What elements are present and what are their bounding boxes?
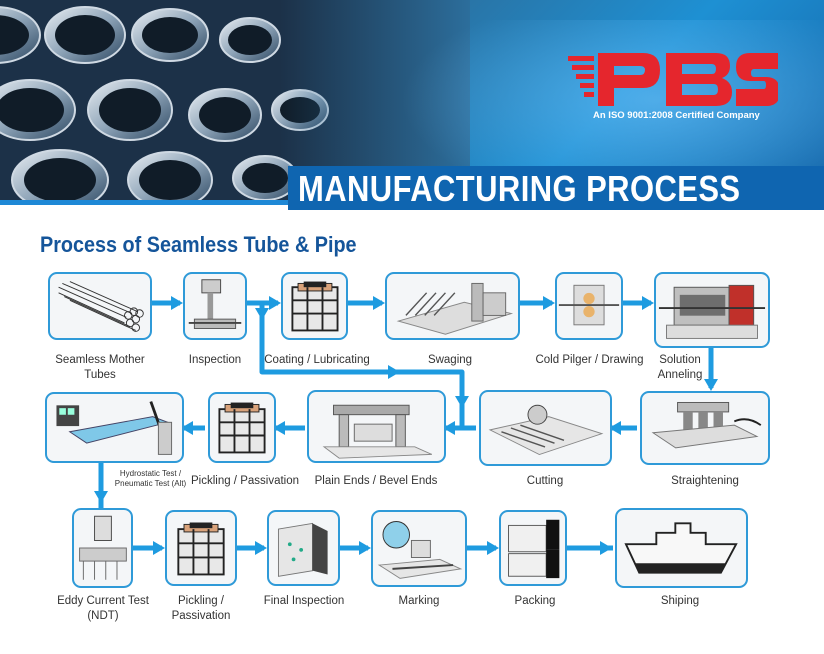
inspection-machine-icon	[188, 279, 242, 329]
label-line: Hydrostatic Test /	[119, 469, 182, 478]
step-eddy-current	[72, 508, 133, 588]
label-pickling-1: Pickling / Passivation	[190, 475, 300, 487]
header-banner: An ISO 9001:2008 Certified Company	[0, 0, 824, 200]
pbs-logo	[568, 53, 778, 106]
label-hydro-test: Hydrostatic Test / Pneumatic Test (Alt)	[108, 469, 193, 489]
label-cutting: Cutting	[526, 475, 564, 487]
furnace-icon	[658, 284, 766, 339]
step-plain-ends	[307, 390, 446, 463]
eddy-current-machine-icon	[79, 515, 127, 580]
bevel-machine-icon	[322, 404, 432, 459]
ship-icon	[624, 522, 738, 574]
section-title: Process of Seamless Tube & Pipe	[40, 232, 357, 257]
cutting-machine-icon	[488, 404, 604, 456]
label-annealing: Solution Anneling	[652, 353, 708, 383]
step-annealing	[654, 272, 770, 348]
step-swaging	[385, 272, 520, 340]
label-line: Tubes	[84, 369, 116, 381]
hydro-test-machine-icon	[56, 401, 173, 455]
tube-bundle-icon	[58, 281, 144, 332]
label-swaging: Swaging	[427, 354, 473, 366]
straightening-machine-icon	[651, 401, 762, 449]
tank-icon	[177, 522, 225, 576]
step-pilger	[555, 272, 623, 340]
step-straightening	[640, 391, 770, 465]
title-tab	[288, 166, 824, 210]
label-final-inspection: Final Inspection	[263, 595, 345, 607]
step-shipping	[615, 508, 748, 588]
label-marking: Marking	[398, 595, 440, 607]
step-hydro-test	[45, 392, 184, 463]
tank-icon	[291, 281, 339, 332]
marking-machine-icon	[377, 521, 463, 579]
label-packing: Packing	[514, 595, 556, 607]
label-mother-tubes: Seamless Mother Tubes	[50, 353, 150, 383]
label-eddy-current: Eddy Current Test (NDT)	[50, 594, 156, 624]
step-mother-tubes	[48, 272, 152, 340]
label-shipping: Shiping	[660, 595, 700, 607]
label-plain-ends: Plain Ends / Bevel Ends	[314, 475, 438, 487]
certification-text: An ISO 9001:2008 Certified Company	[593, 110, 760, 121]
step-marking	[371, 510, 467, 587]
label-inspection: Inspection	[188, 354, 242, 366]
packing-crate-icon	[508, 519, 560, 579]
step-inspection	[183, 272, 247, 340]
label-pickling-2: Pickling / Passivation	[165, 594, 237, 624]
label-line: Solution	[659, 354, 701, 366]
label-coating: Coating / Lubricating	[264, 354, 370, 366]
label-line: Passivation	[171, 610, 231, 622]
pilger-machine-icon	[558, 284, 620, 326]
step-pickling-2	[165, 510, 237, 586]
label-line: Pneumatic Test (Alt)	[114, 479, 187, 488]
step-cutting	[479, 390, 612, 466]
label-line: (NDT)	[87, 610, 119, 622]
label-line: Pickling /	[177, 595, 225, 607]
label-line: Eddy Current Test	[57, 595, 149, 607]
step-packing	[499, 510, 567, 586]
inspection-booth-icon	[277, 522, 328, 577]
step-final-inspection	[267, 510, 340, 586]
page-title: MANUFACTURING PROCESS	[298, 168, 741, 209]
step-coating	[281, 272, 348, 340]
label-line: Seamless Mother	[55, 354, 145, 366]
step-pickling-1	[208, 392, 276, 463]
label-straightening: Straightening	[671, 475, 739, 487]
label-pilger: Cold Pilger / Drawing	[535, 354, 644, 366]
tank-icon	[218, 402, 266, 454]
swaging-machine-icon	[396, 282, 514, 335]
label-line: Anneling	[657, 369, 703, 381]
